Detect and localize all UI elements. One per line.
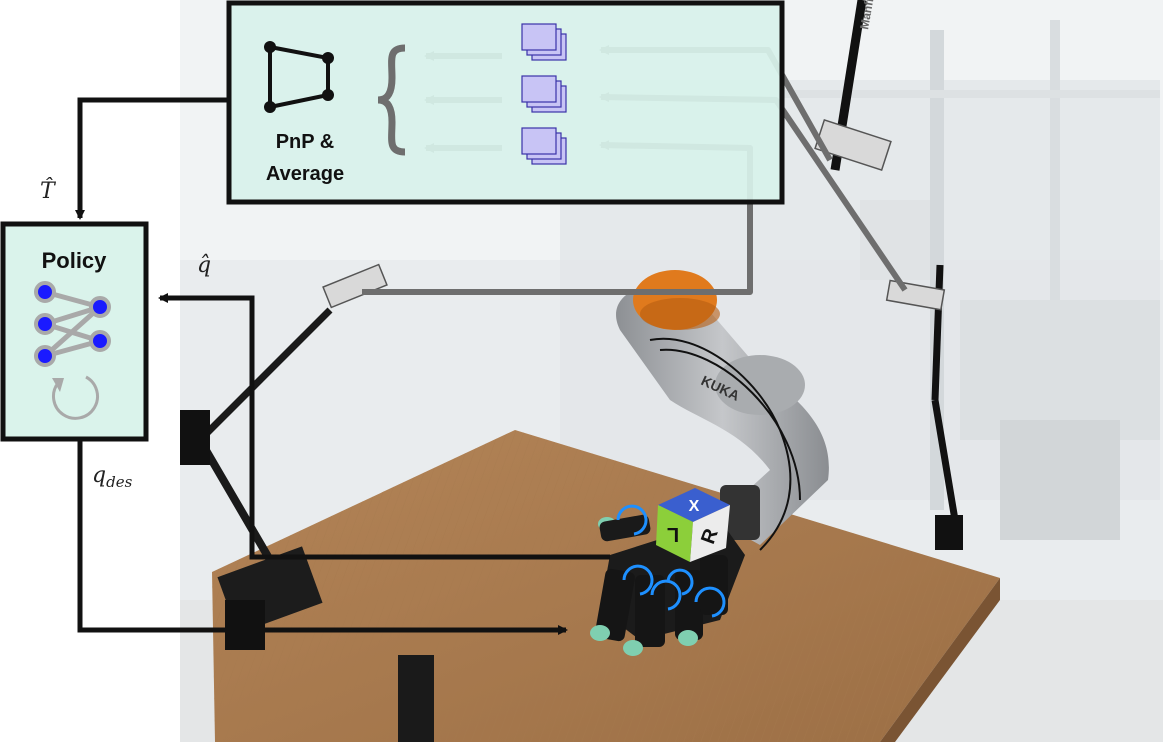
quadrilateral-keypoints-icon (264, 41, 334, 113)
fingertip-sensor (590, 625, 610, 641)
policy-label: Policy (42, 248, 108, 273)
rotation-indicators (616, 504, 726, 618)
camera-top-right (814, 118, 892, 172)
circular-arrow-icon (52, 375, 99, 420)
action-arrow (77, 441, 568, 635)
fingertip-sensor (623, 640, 643, 656)
curly-brace-icon (377, 44, 406, 156)
svg-text:q̂: q̂ (197, 253, 211, 278)
cube-face-top: X (689, 498, 700, 515)
symbol-q-hat: q̂ (197, 253, 211, 278)
fingertip-sensor (678, 630, 698, 646)
signal-arrows (75, 97, 610, 635)
image-stack-icon (521, 23, 567, 165)
joint-state-arrow (158, 293, 610, 560)
camera-left (322, 263, 388, 309)
neural-network-icon (34, 281, 111, 367)
robot-arm: KUKA (616, 270, 829, 551)
symbol-T-hat: T̂ (40, 178, 57, 204)
camera-mount-top-right: Manfrotto (814, 0, 892, 172)
cube: X L R (656, 488, 730, 562)
camera-mount-left (180, 263, 388, 650)
svg-text:qdes: qdes (92, 463, 133, 491)
svg-text:T̂: T̂ (40, 178, 57, 204)
cube-face-left: L (667, 523, 679, 545)
symbol-q-des: qdes (92, 463, 133, 491)
pose-estimation-box: PnP & Average (226, 0, 785, 205)
pnp-label-line1: PnP & (276, 131, 335, 153)
policy-box: Policy (0, 221, 149, 442)
pnp-label-line2: Average (266, 163, 344, 185)
pose-to-policy-arrow (75, 97, 229, 220)
